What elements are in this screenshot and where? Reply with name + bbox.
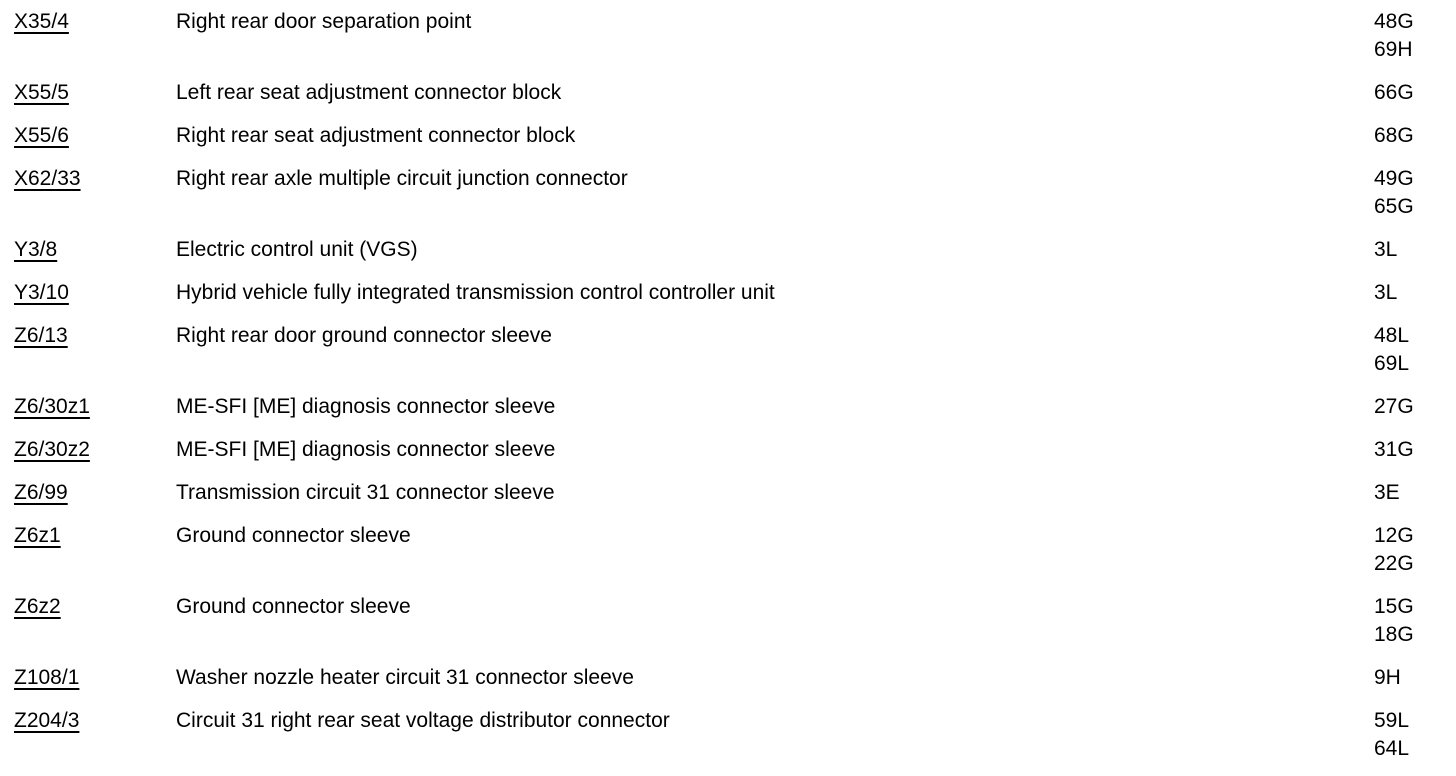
table-row: Y3/8 Electric control unit (VGS) 3L	[0, 236, 1456, 264]
component-code-link[interactable]: X35/4	[14, 10, 69, 33]
component-code-cell: Z108/1	[0, 664, 176, 692]
component-locations: 31G	[1374, 436, 1456, 464]
component-code-cell: Z6/30z1	[0, 393, 176, 421]
component-description: ME-SFI [ME] diagnosis connector sleeve	[176, 395, 556, 418]
component-description: Transmission circuit 31 connector sleeve	[176, 481, 555, 504]
table-row: Z6/30z1 ME-SFI [ME] diagnosis connector …	[0, 393, 1456, 421]
component-description: Washer nozzle heater circuit 31 connecto…	[176, 666, 634, 689]
location-code: 48L	[1374, 324, 1410, 347]
component-code-link[interactable]: X62/33	[14, 167, 81, 190]
location-code: 18G	[1374, 623, 1414, 646]
component-code-link[interactable]: Z204/3	[14, 709, 80, 732]
component-locations: 27G	[1374, 393, 1456, 421]
component-code-cell: Z6/30z2	[0, 436, 176, 464]
component-code-cell: Z6/99	[0, 479, 176, 507]
component-code-cell: X55/6	[0, 122, 176, 150]
location-code: 22G	[1374, 552, 1414, 575]
component-code-link[interactable]: Z6/30z1	[14, 395, 90, 418]
component-description: Right rear door separation point	[176, 10, 472, 33]
location-code: 69L	[1374, 352, 1410, 375]
component-code-link[interactable]: Z6z2	[14, 595, 61, 618]
component-code-cell: Z6z2	[0, 593, 176, 621]
component-code-cell: Y3/10	[0, 279, 176, 307]
component-description: Ground connector sleeve	[176, 524, 411, 547]
component-locations: 68G	[1374, 122, 1456, 150]
table-row: Y3/10 Hybrid vehicle fully integrated tr…	[0, 279, 1456, 307]
component-code-link[interactable]: X55/6	[14, 124, 69, 147]
component-locations: 3L	[1374, 279, 1456, 307]
location-code: 59L	[1374, 709, 1410, 732]
component-code-link[interactable]: Z108/1	[14, 666, 80, 689]
component-code-link[interactable]: Z6/13	[14, 324, 68, 347]
location-code: 65G	[1374, 195, 1414, 218]
component-description: Hybrid vehicle fully integrated transmis…	[176, 281, 775, 304]
table-row: X55/5 Left rear seat adjustment connecto…	[0, 79, 1456, 107]
location-code: 68G	[1374, 124, 1414, 147]
component-locations: 3L	[1374, 236, 1456, 264]
component-locations: 9H	[1374, 664, 1456, 692]
table-row: X55/6 Right rear seat adjustment connect…	[0, 122, 1456, 150]
table-row: Z108/1 Washer nozzle heater circuit 31 c…	[0, 664, 1456, 692]
table-row: X35/4 Right rear door separation point 4…	[0, 8, 1456, 64]
location-code: 27G	[1374, 395, 1414, 418]
component-description: Right rear seat adjustment connector blo…	[176, 124, 576, 147]
location-code: 49G	[1374, 167, 1414, 190]
component-code-cell: Z6z1	[0, 522, 176, 550]
component-description: Circuit 31 right rear seat voltage distr…	[176, 709, 670, 732]
location-code: 3L	[1374, 281, 1398, 304]
component-table: X35/4 Right rear door separation point 4…	[0, 8, 1456, 763]
component-code-cell: X35/4	[0, 8, 176, 36]
component-code-link[interactable]: Z6/99	[14, 481, 68, 504]
component-code-cell: X62/33	[0, 165, 176, 193]
component-code-link[interactable]: Y3/10	[14, 281, 69, 304]
location-code: 64L	[1374, 737, 1410, 760]
location-code: 69H	[1374, 38, 1413, 61]
component-description: Right rear door ground connector sleeve	[176, 324, 552, 347]
location-code: 3E	[1374, 481, 1400, 504]
component-code-link[interactable]: Y3/8	[14, 238, 58, 261]
location-code: 3L	[1374, 238, 1398, 261]
component-locations: 66G	[1374, 79, 1456, 107]
location-code: 12G	[1374, 524, 1414, 547]
component-description: Right rear axle multiple circuit junctio…	[176, 167, 628, 190]
table-row: Z6/30z2 ME-SFI [ME] diagnosis connector …	[0, 436, 1456, 464]
location-code: 15G	[1374, 595, 1414, 618]
location-code: 31G	[1374, 438, 1414, 461]
component-description: Left rear seat adjustment connector bloc…	[176, 81, 562, 104]
component-code-cell: X55/5	[0, 79, 176, 107]
table-row: X62/33 Right rear axle multiple circuit …	[0, 165, 1456, 221]
location-code: 48G	[1374, 10, 1414, 33]
component-description: Electric control unit (VGS)	[176, 238, 418, 261]
component-code-cell: Y3/8	[0, 236, 176, 264]
component-code-link[interactable]: Z6z1	[14, 524, 61, 547]
table-row: Z6/99 Transmission circuit 31 connector …	[0, 479, 1456, 507]
component-code-link[interactable]: X55/5	[14, 81, 69, 104]
location-code: 9H	[1374, 666, 1401, 689]
component-code-link[interactable]: Z6/30z2	[14, 438, 90, 461]
component-description: Ground connector sleeve	[176, 595, 411, 618]
table-row: Z6/13 Right rear door ground connector s…	[0, 322, 1456, 378]
component-code-cell: Z204/3	[0, 707, 176, 735]
component-code-cell: Z6/13	[0, 322, 176, 350]
component-locations: 3E	[1374, 479, 1456, 507]
location-code: 66G	[1374, 81, 1414, 104]
table-row: Z204/3 Circuit 31 right rear seat voltag…	[0, 707, 1456, 763]
component-description: ME-SFI [ME] diagnosis connector sleeve	[176, 438, 556, 461]
